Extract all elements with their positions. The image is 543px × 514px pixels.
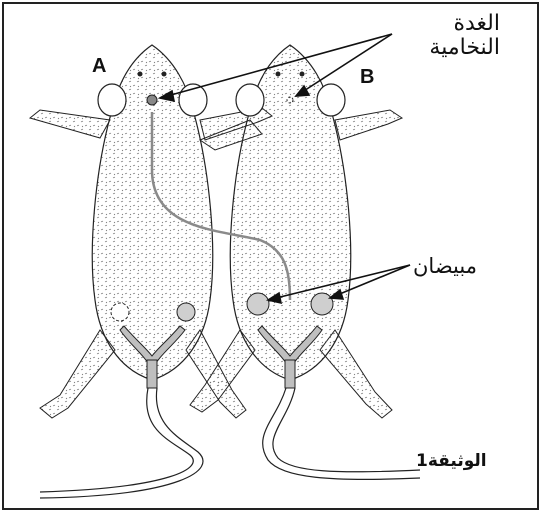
ovaries-label: مبيضان (413, 255, 477, 278)
pituitary-label-line1: الغدة (400, 12, 500, 36)
document-label: الوثيقة1 (416, 452, 487, 471)
mouse-b-label: B (360, 66, 374, 88)
mouse-a-label: A (92, 55, 106, 77)
pituitary-label: الغدة النخامية (400, 12, 500, 60)
pituitary-label-line2: النخامية (400, 36, 500, 60)
mouse-b (190, 45, 420, 479)
